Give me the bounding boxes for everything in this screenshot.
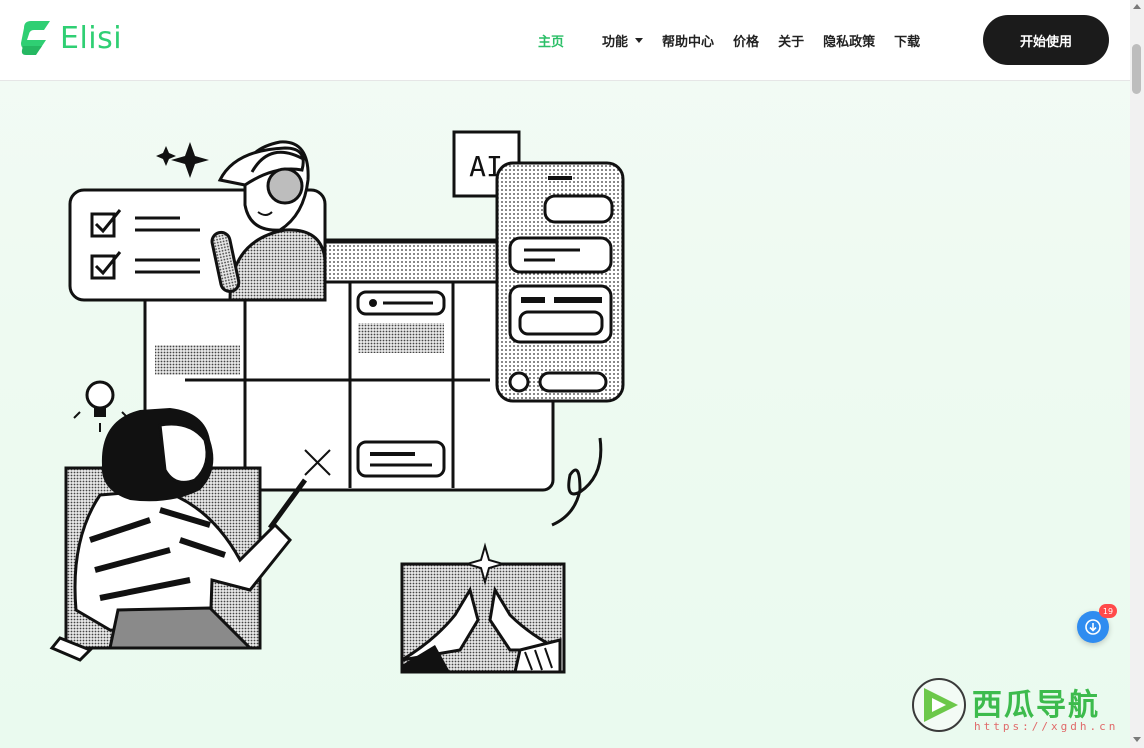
lightbulb-icon [73, 380, 129, 432]
nav-label: 主页 [538, 34, 565, 50]
get-started-button[interactable]: 开始使用 [983, 15, 1109, 65]
header: Elisi 主页 功能 帮助中心 价格 关于 隐私政策 下载 开始使用 [0, 0, 1130, 81]
scroll-thumb[interactable] [1132, 44, 1141, 94]
nav-item-home[interactable]: 主页 [538, 31, 564, 50]
nav-item-download[interactable]: 下载 [894, 31, 920, 50]
download-icon [1085, 619, 1101, 635]
nav-label: 功能 [602, 34, 629, 50]
support-agent [210, 140, 327, 302]
hero-illustration: AI [49, 130, 625, 674]
nav-item-features[interactable]: 功能 [602, 31, 644, 50]
notification-badge: 19 [1099, 604, 1117, 618]
watermark: 西瓜导航 https://xgdh.cn [906, 672, 1130, 744]
scroll-down-arrow-icon[interactable] [1133, 737, 1141, 742]
scroll-up-arrow-icon[interactable] [1133, 4, 1141, 9]
nav-label: 帮助中心 [662, 34, 715, 50]
nav-item-privacy[interactable]: 隐私政策 [823, 31, 875, 50]
kanban-board [143, 238, 555, 492]
watermelon-logo-icon [912, 678, 966, 732]
nav-label: 下载 [894, 34, 921, 50]
logo-icon [21, 21, 50, 55]
sparkle-icon [171, 142, 209, 178]
sparkle-icon [463, 542, 507, 586]
brand-name: Elisi [60, 20, 123, 56]
nav-item-pricing[interactable]: 价格 [733, 31, 759, 50]
high-five-card [400, 542, 566, 674]
nav-item-help-center[interactable]: 帮助中心 [662, 31, 714, 50]
sparkle-icon [304, 449, 331, 476]
nav-label: 关于 [778, 34, 805, 50]
nav-item-about[interactable]: 关于 [778, 31, 804, 50]
logo[interactable]: Elisi [18, 16, 138, 60]
presenter-woman [49, 408, 331, 662]
nav-label: 隐私政策 [823, 34, 876, 50]
squiggle-line [551, 437, 603, 527]
chevron-down-icon [635, 37, 644, 43]
main-nav: 主页 功能 帮助中心 价格 关于 隐私政策 下载 [538, 0, 939, 80]
sparkle-icon [156, 146, 176, 166]
watermark-title: 西瓜导航 [972, 688, 1100, 723]
watermark-url: https://xgdh.cn [974, 720, 1119, 733]
phone-mockup [495, 161, 625, 403]
nav-label: 价格 [733, 34, 760, 50]
vertical-scrollbar[interactable] [1130, 0, 1144, 748]
